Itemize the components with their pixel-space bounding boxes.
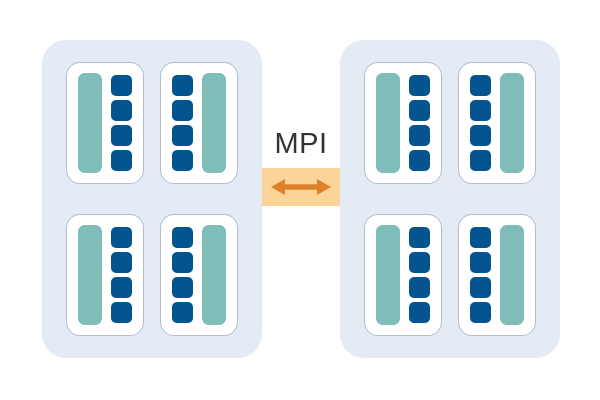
core-unit <box>111 150 132 171</box>
socket-card <box>458 214 536 336</box>
double-headed-horizontal-arrow-icon <box>271 179 331 195</box>
core-unit <box>111 75 132 96</box>
core-stack <box>409 75 430 171</box>
core-unit <box>409 150 430 171</box>
core-unit <box>172 125 193 146</box>
socket-row <box>356 62 544 184</box>
mpi-label: MPI <box>274 128 328 160</box>
core-stack <box>470 227 491 323</box>
core-unit <box>409 277 430 298</box>
memory-bar <box>78 73 102 173</box>
memory-bar <box>78 225 102 325</box>
core-unit <box>172 277 193 298</box>
core-stack <box>111 227 132 323</box>
core-unit <box>172 75 193 96</box>
socket-card <box>66 62 144 184</box>
memory-bar <box>500 73 524 173</box>
memory-bar <box>376 73 400 173</box>
core-stack <box>470 75 491 171</box>
core-unit <box>111 100 132 121</box>
core-unit <box>409 75 430 96</box>
core-unit <box>470 125 491 146</box>
socket-card <box>458 62 536 184</box>
core-unit <box>409 302 430 323</box>
memory-bar <box>202 225 226 325</box>
node-left <box>42 40 262 358</box>
core-stack <box>409 227 430 323</box>
core-unit <box>470 302 491 323</box>
core-unit <box>111 252 132 273</box>
core-unit <box>111 227 132 248</box>
core-unit <box>409 252 430 273</box>
core-unit <box>172 252 193 273</box>
core-stack <box>111 75 132 171</box>
core-unit <box>172 227 193 248</box>
core-unit <box>470 252 491 273</box>
node-right <box>340 40 560 358</box>
core-stack <box>172 75 193 171</box>
core-unit <box>111 302 132 323</box>
core-unit <box>111 125 132 146</box>
core-unit <box>470 150 491 171</box>
socket-card <box>364 214 442 336</box>
core-unit <box>111 277 132 298</box>
socket-card <box>160 62 238 184</box>
memory-bar <box>500 225 524 325</box>
core-unit <box>470 75 491 96</box>
core-unit <box>470 277 491 298</box>
socket-row <box>58 214 246 336</box>
core-unit <box>409 125 430 146</box>
core-unit <box>470 227 491 248</box>
core-unit <box>172 100 193 121</box>
core-stack <box>172 227 193 323</box>
socket-card <box>364 62 442 184</box>
core-unit <box>172 150 193 171</box>
memory-bar <box>376 225 400 325</box>
socket-card <box>66 214 144 336</box>
mpi-arrow-band <box>262 168 340 206</box>
socket-row <box>356 214 544 336</box>
socket-row <box>58 62 246 184</box>
core-unit <box>470 100 491 121</box>
interconnect-mpi: MPI <box>262 130 340 216</box>
core-unit <box>172 302 193 323</box>
core-unit <box>409 227 430 248</box>
core-unit <box>409 100 430 121</box>
memory-bar <box>202 73 226 173</box>
socket-card <box>160 214 238 336</box>
